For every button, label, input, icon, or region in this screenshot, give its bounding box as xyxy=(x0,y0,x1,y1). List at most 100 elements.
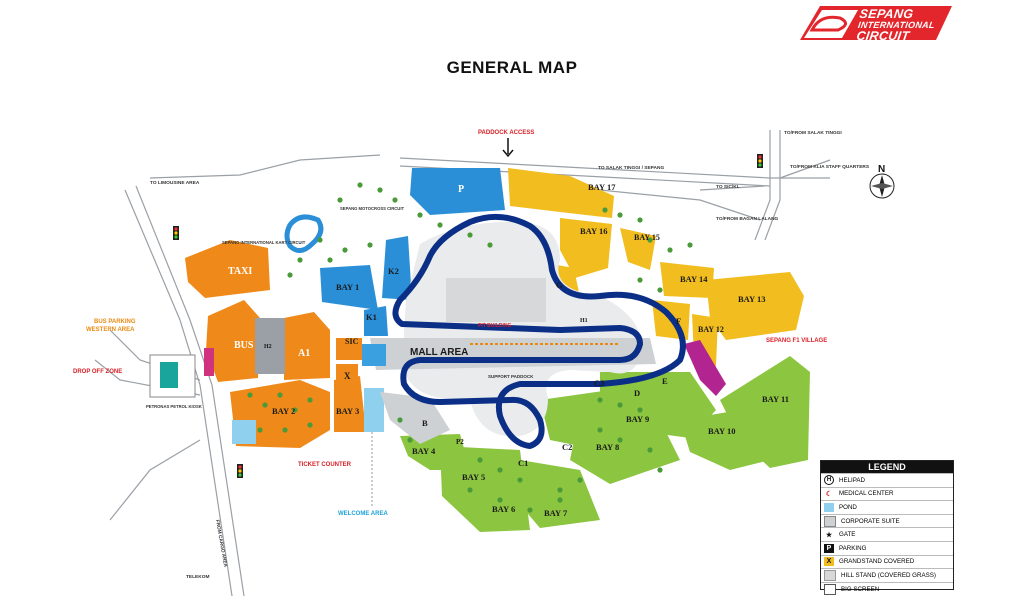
label-to-limousine: TO LIMOUSINE AREA xyxy=(150,180,200,186)
legend-item-label: PARKING xyxy=(839,544,867,552)
tree-icon xyxy=(282,427,288,433)
tree-icon xyxy=(392,197,398,203)
yellow-zones xyxy=(508,168,804,366)
legend-item-label: GRANDSTAND COVERED xyxy=(839,558,915,566)
label-a1: A1 xyxy=(298,348,310,359)
tree-icon xyxy=(557,497,563,503)
tree-icon xyxy=(577,477,583,483)
tree-icon xyxy=(617,402,623,408)
kart-circuit xyxy=(284,214,324,253)
label-western-area: WESTERN AREA xyxy=(86,327,135,333)
label-bay4: BAY 4 xyxy=(412,446,436,456)
tree-icon xyxy=(497,467,503,473)
label-welcome-area: WELCOME AREA xyxy=(338,511,388,517)
label-k2: K2 xyxy=(388,266,399,276)
label-to-from-salak: TO/FROM SALAK TINGGI xyxy=(784,130,842,136)
zone-bay14 xyxy=(660,262,714,298)
tree-icon xyxy=(602,207,608,213)
zone-labels: TAXI BUS A1 SIC X BAY 1 BAY 2 BAY 3 BAY … xyxy=(228,182,789,518)
label-bay6: BAY 6 xyxy=(492,504,515,514)
label-g: G xyxy=(556,280,563,290)
tree-icon xyxy=(262,402,268,408)
label-petronas: PETRONAS PETROL KIOSK xyxy=(146,404,202,409)
tree-icon xyxy=(517,477,523,483)
tree-icon xyxy=(637,277,643,283)
label-bay13: BAY 13 xyxy=(738,294,765,304)
blue-zones xyxy=(232,168,505,444)
label-k1: K1 xyxy=(366,312,377,322)
tree-icon xyxy=(247,392,253,398)
tree-icon xyxy=(257,427,263,433)
label-bay11: BAY 11 xyxy=(762,394,789,404)
parking-icon: P xyxy=(824,543,834,553)
tree-icon xyxy=(367,242,373,248)
label-bay12: BAY 12 xyxy=(698,325,724,334)
tree-icon xyxy=(407,437,413,443)
north-arrow-icon: N xyxy=(869,164,895,199)
label-taxi: TAXI xyxy=(228,266,252,277)
zone-bay10 xyxy=(680,410,770,470)
pond-welcome xyxy=(364,388,384,432)
label-bay17: BAY 17 xyxy=(588,182,616,192)
zone-bay3 xyxy=(334,376,366,432)
tree-icon xyxy=(467,232,473,238)
pond-icon xyxy=(824,502,834,512)
tree-icon xyxy=(307,397,313,403)
tree-icon xyxy=(657,467,663,473)
tree-icon xyxy=(437,222,443,228)
label-bay7: BAY 7 xyxy=(544,508,568,518)
label-to-from-bagan: TO/FROM BAGAN LALANG xyxy=(716,216,779,222)
logo-line-1: SEPANG xyxy=(858,7,915,21)
label-h2: H2 xyxy=(264,344,272,350)
big-screen-icon xyxy=(824,583,836,595)
label-bay10: BAY 10 xyxy=(708,426,735,436)
tree-icon xyxy=(397,417,403,423)
label-p2: P2 xyxy=(456,438,464,446)
label-motocross: SEPANG MOTOCROSS CIRCUIT xyxy=(340,206,404,211)
label-paddock-access: PADDOCK ACCESS xyxy=(478,130,534,136)
zone-x xyxy=(336,364,358,384)
legend-item: POND xyxy=(821,500,953,514)
zone-bus xyxy=(206,300,260,382)
label-telekom: TELEKOM xyxy=(186,574,209,580)
label-bay15: BAY 15 xyxy=(634,233,660,242)
tree-icon xyxy=(597,427,603,433)
label-bay16: BAY 16 xyxy=(580,226,607,236)
label-sepang-f1-village: SEPANG F1 VILLAGE xyxy=(766,338,827,344)
tree-icon xyxy=(557,487,563,493)
traffic-light-icon xyxy=(757,154,763,168)
zone-p-main xyxy=(410,168,505,215)
label-pit-building: PIT BUILDING xyxy=(478,323,511,329)
grandstand-icon: X xyxy=(824,557,834,567)
legend-item: P PARKING xyxy=(821,540,953,555)
zone-taxi xyxy=(185,240,270,298)
label-support-paddock: SUPPORT PADDOCK xyxy=(488,374,534,379)
label-b: B xyxy=(422,418,428,428)
zone-bay15 xyxy=(620,228,656,270)
tree-icon xyxy=(647,447,653,453)
label-drop-off-zone: DROP OFF ZONE xyxy=(73,369,122,375)
label-to-salak-sepang: TO SALAK TINGGI / SEPANG xyxy=(598,165,664,171)
legend-item-label: MEDICAL CENTER xyxy=(839,490,894,498)
tree-icon xyxy=(637,407,643,413)
tree-icon xyxy=(687,242,693,248)
label-e: E xyxy=(662,376,668,386)
zone-h2-pad xyxy=(255,318,285,374)
label-kart-circuit: SEPANG INTERNATIONAL KART CIRCUIT xyxy=(222,240,306,245)
label-c3: C3 xyxy=(594,378,604,388)
drop-off-marker xyxy=(204,348,214,376)
page-title: GENERAL MAP xyxy=(446,58,578,77)
label-bay1: BAY 1 xyxy=(336,282,359,292)
pit-building xyxy=(446,278,546,322)
label-bay14: BAY 14 xyxy=(680,274,708,284)
legend-item-label: BIG SCREEN xyxy=(841,585,880,593)
tree-icon xyxy=(292,407,298,413)
legend-item-label: GATE xyxy=(839,531,856,539)
zone-k1 xyxy=(364,306,388,336)
tree-icon xyxy=(617,437,623,443)
label-to-from-klia: TO/FROM KLIA STAFF QUARTERS xyxy=(790,164,870,170)
zone-b xyxy=(380,392,450,444)
